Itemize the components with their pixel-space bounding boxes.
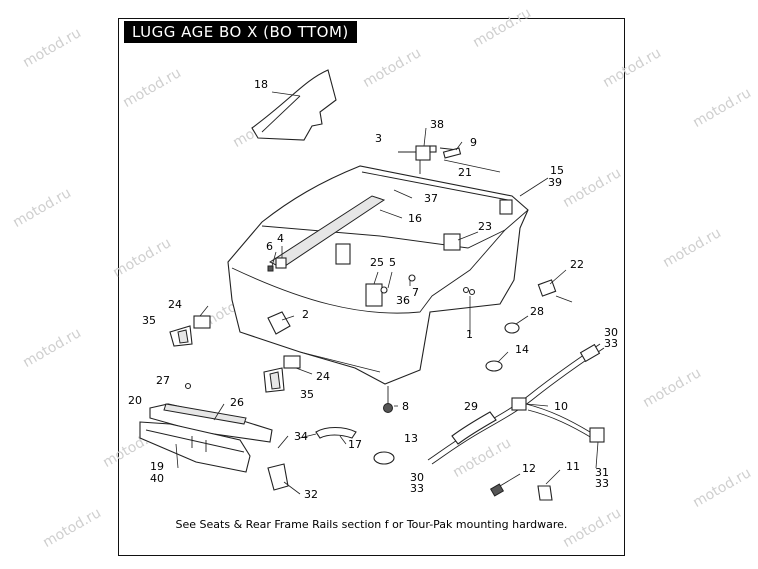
- part-32-34-lamp: [267, 435, 289, 491]
- callout-6: 6: [266, 240, 273, 253]
- part-8-nut: [383, 386, 393, 413]
- part-17-handle: [315, 426, 357, 439]
- callout-13: 13: [404, 432, 418, 445]
- callout-30b: 30: [410, 471, 424, 484]
- callout-2: 2: [302, 308, 309, 321]
- callout-11: 11: [566, 460, 580, 473]
- callout-37: 37: [424, 192, 438, 205]
- callout-4: 4: [277, 232, 284, 245]
- callout-31: 31: [595, 466, 609, 479]
- callout-27: 27: [156, 374, 170, 387]
- callout-17: 17: [348, 438, 362, 451]
- callout-labels: 18 3 38 9 21 15 39 37 16 23 6 4 25 5 22 …: [128, 78, 618, 501]
- part-27-pin: [184, 382, 192, 390]
- callout-33c: 33: [595, 477, 609, 490]
- part-11-clip: [537, 485, 553, 501]
- part-12-connector: [489, 483, 505, 497]
- callout-8: 8: [402, 400, 409, 413]
- part-22-plate: [537, 279, 573, 303]
- callout-21: 21: [458, 166, 472, 179]
- callout-19: 19: [150, 460, 164, 473]
- part-15-luggage-box: [227, 165, 529, 385]
- callout-32: 32: [304, 488, 318, 501]
- callout-35b: 35: [300, 388, 314, 401]
- callout-9: 9: [470, 136, 477, 149]
- part-19-20-26-trim: [139, 403, 273, 473]
- callout-15: 15: [550, 164, 564, 177]
- part-13-plug: [373, 451, 395, 465]
- footnote: See Seats & Rear Frame Rails section f o…: [175, 518, 568, 531]
- callout-16: 16: [408, 212, 422, 225]
- callout-20: 20: [128, 394, 142, 407]
- part-hinge-assembly: [398, 145, 462, 174]
- callout-14: 14: [515, 343, 529, 356]
- callout-7: 7: [412, 286, 419, 299]
- part-14-grommet: [485, 360, 503, 372]
- callout-36: 36: [396, 294, 410, 307]
- callout-30a: 30: [604, 326, 618, 339]
- callout-12: 12: [522, 462, 536, 475]
- callout-40: 40: [150, 472, 164, 485]
- callout-24b: 24: [316, 370, 330, 383]
- callout-10: 10: [554, 400, 568, 413]
- callout-26: 26: [230, 396, 244, 409]
- callout-3: 3: [375, 132, 382, 145]
- callout-38: 38: [430, 118, 444, 131]
- callout-24a: 24: [168, 298, 182, 311]
- callout-5: 5: [389, 256, 396, 269]
- callout-33a: 33: [604, 337, 618, 350]
- callout-1: 1: [466, 328, 473, 341]
- part-24-35-left: [169, 315, 211, 347]
- callout-23: 23: [478, 220, 492, 233]
- part-harness: [427, 343, 605, 465]
- callout-29: 29: [464, 400, 478, 413]
- diagram-title: LUGG AGE BO X (BO TTOM): [124, 21, 357, 43]
- callout-35a: 35: [142, 314, 156, 327]
- callout-25: 25: [370, 256, 384, 269]
- callout-28: 28: [530, 305, 544, 318]
- part-24-35-center: [263, 355, 301, 393]
- part-28-grommet: [504, 322, 520, 334]
- part-18-liner: [251, 69, 337, 141]
- callout-18: 18: [254, 78, 268, 91]
- callout-39: 39: [548, 176, 562, 189]
- callout-34: 34: [294, 430, 308, 443]
- callout-22: 22: [570, 258, 584, 271]
- callout-33b: 33: [410, 482, 424, 495]
- leader-lines: [175, 91, 599, 495]
